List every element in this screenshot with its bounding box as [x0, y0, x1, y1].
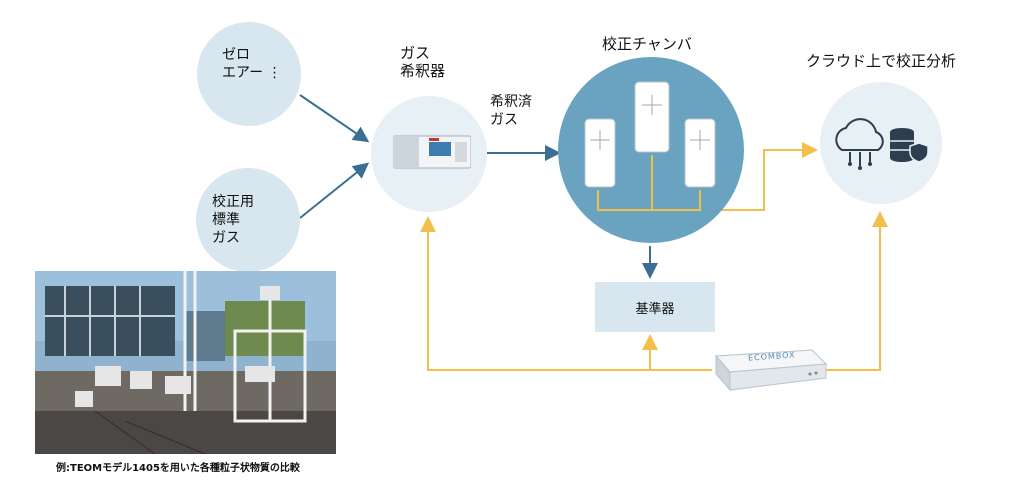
- diluter-title: ガス 希釈器: [400, 44, 446, 80]
- line-ecombox-to-diluter: [420, 216, 712, 371]
- arrow-zero-air-to-diluter: [299, 94, 370, 143]
- line-ecombox-to-cloud: [826, 211, 888, 371]
- photo-caption: 例:TEOMモデル1405を用いた各種粒子状物質の比較: [56, 463, 300, 474]
- chamber-yellow-bus: [597, 190, 701, 211]
- arrow-cal-gas-to-diluter: [299, 162, 370, 219]
- chamber-sensor-left: [584, 118, 616, 188]
- chamber-title: 校正チャンバ: [602, 35, 692, 53]
- installation-photo: [35, 271, 336, 454]
- chamber-sensor-right: [684, 118, 716, 188]
- database-shield-icon: [890, 128, 929, 163]
- diluted-gas-label: 希釈済 ガス: [490, 94, 532, 128]
- zero-air-circle: [197, 22, 301, 126]
- cal-gas-circle: [196, 168, 300, 272]
- cloud-circle: [820, 82, 942, 204]
- cal-gas-label: 校正用 標準 ガス: [212, 194, 254, 246]
- line-chamber-to-cloud: [700, 142, 818, 211]
- reference-box: 基準器: [595, 282, 715, 332]
- ecombox-device: ECOMBOX: [712, 346, 828, 394]
- cloud-title: クラウド上で校正分析: [806, 52, 957, 70]
- cloud-icon: [835, 118, 884, 170]
- chamber-sensor-middle: [634, 81, 670, 153]
- zero-air-label: ゼロ エアー ⋮: [222, 47, 282, 81]
- diluter-device-icon: [393, 134, 471, 170]
